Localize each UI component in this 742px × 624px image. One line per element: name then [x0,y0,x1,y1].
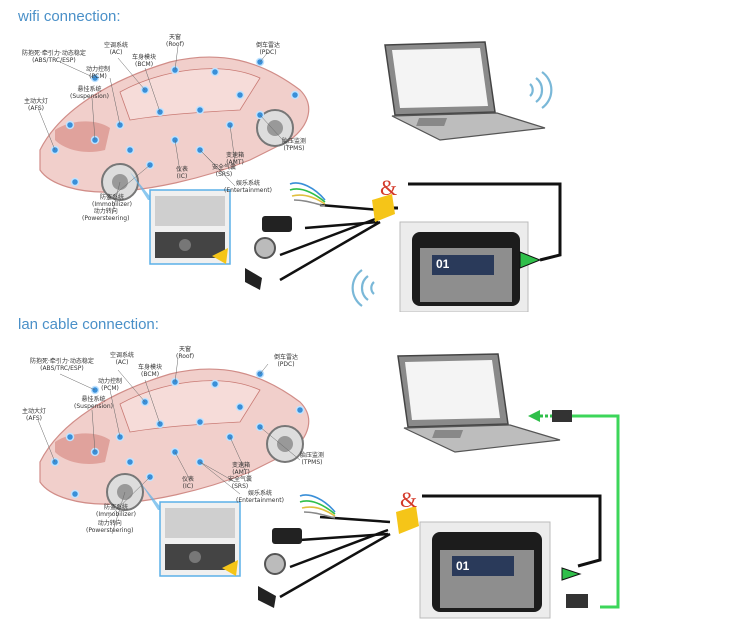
dashboard-inset [140,482,241,577]
label-entertainment: 娱乐系统(Entertainment) [236,490,284,504]
diagnostic-device [419,521,588,619]
label-bcm: 车身模块(BCM) [132,54,157,68]
label-amt: 变速箱(AMT) [226,152,245,166]
car-illustration [39,56,310,201]
label-abs: 防抱死·牵引力·动态稳定(ABS/TRC/ESP) [30,358,94,372]
label-afs: 主动大灯(AFS) [22,408,47,422]
label-immobilizer: 防盗系统(Immobilizer) [96,504,136,518]
ampersand-symbol: & [380,175,397,200]
lan-cable [528,410,620,609]
laptop-icon [397,353,561,453]
round-connector [254,237,276,259]
label-immobilizer: 防盗系统(Immobilizer) [92,194,132,208]
label-srs: 安全气囊(SRS) [228,476,253,490]
car-illustration [39,368,310,511]
label-pdc: 倒车雷达(PDC) [274,354,299,368]
ecu-nodes [50,57,300,187]
label-entertainment: 娱乐系统(Entertainment) [224,180,272,194]
label-pcm: 动力控制(PCM) [86,66,111,80]
wifi-signal-icon [529,71,553,109]
lan-connection-diagram: 01 & [37,353,620,619]
dashboard-inset [130,172,231,265]
label-roof: 天窗(Roof) [166,34,185,48]
device-label: 01 [436,257,450,271]
wire-harness [299,494,336,519]
obd-cables [279,203,381,282]
angled-connector [245,268,262,290]
multiplexer-connector [396,506,419,534]
label-pdc: 倒车雷达(PDC) [256,42,281,56]
label-suspension: 悬挂系统(Suspension) [70,86,109,100]
label-srs: 安全气囊(SRS) [212,164,237,178]
laptop-icon [384,41,546,141]
label-ac: 空调系统(AC) [110,352,135,366]
data-cable [408,182,562,262]
label-ic: 仪表(IC) [176,166,189,180]
label-roof: 天窗(Roof) [176,346,195,360]
label-amt: 变速箱(AMT) [232,462,251,476]
label-bcm: 车身模块(BCM) [138,364,163,378]
data-cable [422,494,602,568]
diagnostic-device [399,221,542,312]
wire-harness [289,182,326,207]
label-suspension: 悬挂系统(Suspension) [74,396,113,410]
wifi-section-title: wifi connection: [18,8,121,25]
label-afs: 主动大灯(AFS) [24,98,49,112]
label-powersteering: 动力转向(Powersteering) [86,520,134,534]
lan-section-title: lan cable connection: [18,316,159,333]
ampersand-symbol: & [400,487,417,512]
wifi-signal-icon-lower [351,269,375,307]
label-ic: 仪表(IC) [182,476,195,490]
label-tpms: 胎压监测(TPMS) [300,452,325,466]
label-powersteering: 动力转向(Powersteering) [82,208,130,222]
obd-connector [272,528,302,544]
angled-connector [258,586,276,608]
ecu-nodes [50,369,305,499]
round-connector [264,553,286,575]
multiplexer-connector [372,194,395,222]
wifi-connection-diagram: 01 & [37,41,562,312]
device-label: 01 [456,559,470,573]
label-tpms: 胎压监测(TPMS) [282,138,307,152]
label-abs: 防抱死·牵引力·动态稳定(ABS/TRC/ESP) [22,50,86,64]
obd-connector [262,216,292,232]
label-pcm: 动力控制(PCM) [98,378,123,392]
label-ac: 空调系统(AC) [104,42,129,56]
